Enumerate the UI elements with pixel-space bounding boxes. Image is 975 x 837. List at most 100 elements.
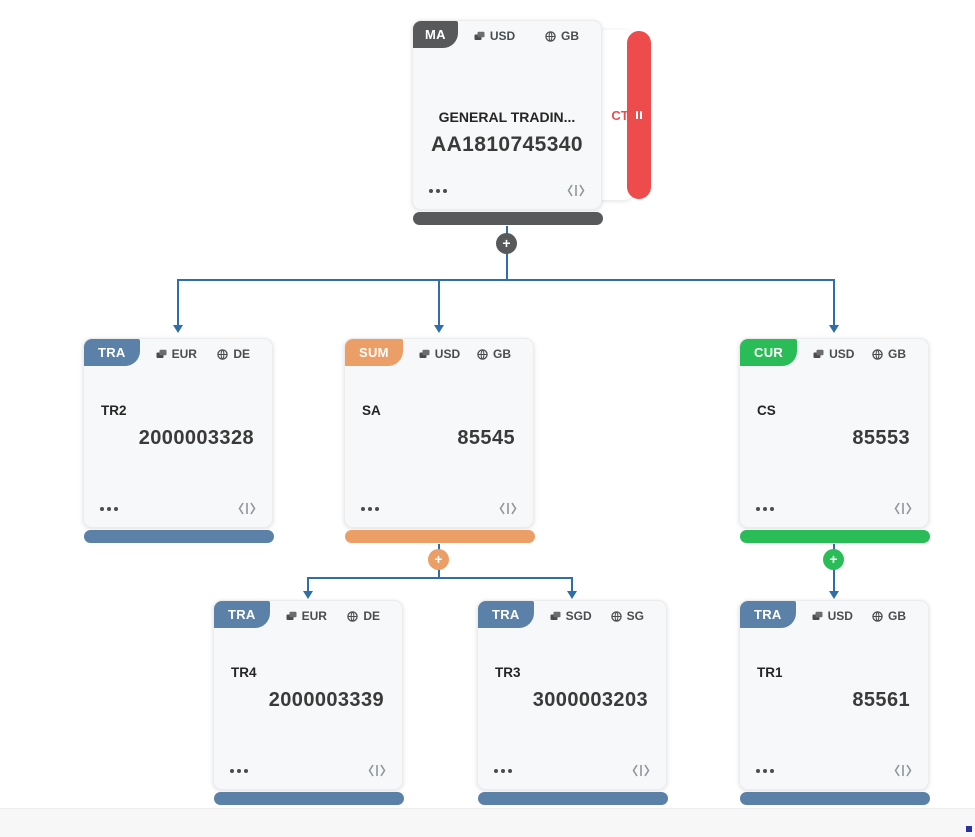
country-code: GB [888, 347, 906, 361]
connector-arrow [829, 325, 839, 333]
account-card-tr2[interactable]: TRA EUR DE TR2 2000003328 [83, 338, 274, 543]
money-icon [812, 611, 823, 620]
account-card-tr1[interactable]: TRA USD GB TR1 85561 [739, 600, 930, 805]
country-group: GB [872, 609, 906, 623]
card-accent-bar [740, 792, 930, 805]
code-expand-icon[interactable] [894, 763, 912, 778]
account-type-badge: TRA [478, 601, 534, 628]
country-group: DE [217, 347, 250, 361]
code-expand-icon[interactable] [567, 183, 585, 198]
currency-group: SGD [550, 609, 592, 623]
account-type-badge: CUR [740, 339, 798, 366]
currency-code: USD [827, 609, 853, 623]
account-card-cs[interactable]: CUR USD GB CS 85553 [739, 338, 930, 543]
account-number: 2000003339 [268, 689, 384, 711]
expand-collapse-button-cs[interactable]: + [823, 549, 844, 570]
country-code: SG [626, 609, 644, 623]
account-number: AA1810745340 [431, 133, 583, 156]
currency-code: EUR [171, 347, 197, 361]
country-group: GB [545, 29, 579, 43]
card-header: TRA USD GB [740, 601, 928, 628]
expand-collapse-button-sa[interactable]: + [428, 549, 449, 570]
card-footer [756, 501, 912, 516]
card-header: TRA EUR DE [214, 601, 402, 628]
currency-code: EUR [301, 609, 327, 623]
card-accent-bar [84, 530, 274, 543]
more-options-icon[interactable] [361, 506, 379, 511]
currency-code: USD [829, 347, 855, 361]
money-icon [286, 611, 297, 620]
account-card-tr3[interactable]: TRA SGD SG TR3 3000003203 [477, 600, 668, 805]
country-code: GB [561, 29, 579, 43]
card-footer [756, 763, 912, 778]
country-code: GB [888, 609, 906, 623]
ct-tag-label: CT [611, 107, 629, 123]
globe-icon [545, 30, 556, 42]
connector-line [177, 279, 835, 281]
card-accent-bar [740, 530, 930, 543]
account-card-master[interactable]: MA USD GB GENERAL TRADIN... AA1810745340 [412, 20, 603, 225]
account-name: TR4 [231, 665, 257, 680]
scroll-corner-dot [966, 826, 972, 832]
card-header: CUR USD GB [740, 339, 928, 366]
card-footer [494, 763, 650, 778]
card-footer [361, 501, 517, 516]
more-options-icon[interactable] [756, 768, 774, 773]
globe-icon [872, 348, 883, 360]
more-options-icon[interactable] [494, 768, 512, 773]
pause-tag-pill[interactable] [627, 31, 651, 199]
country-group: GB [477, 347, 511, 361]
card-accent-bar [413, 212, 603, 225]
card-header: SUM USD GB [345, 339, 533, 366]
expand-collapse-button-master[interactable]: + [496, 233, 517, 254]
account-number: 2000003328 [138, 427, 254, 449]
more-options-icon[interactable] [756, 506, 774, 511]
connector-arrow [434, 325, 444, 333]
currency-group: EUR [286, 609, 327, 623]
account-type-badge: TRA [214, 601, 270, 628]
account-number: 85553 [852, 427, 910, 449]
country-code: GB [493, 347, 511, 361]
account-card-sa[interactable]: SUM USD GB SA 85545 [344, 338, 535, 543]
connector-arrow [173, 325, 183, 333]
pause-icon [636, 111, 638, 119]
more-options-icon[interactable] [230, 768, 248, 773]
country-group: GB [872, 347, 906, 361]
connector-line [307, 577, 573, 579]
card-header: TRA EUR DE [84, 339, 272, 366]
code-expand-icon[interactable] [894, 501, 912, 516]
account-number: 3000003203 [532, 689, 648, 711]
country-code: DE [233, 347, 250, 361]
code-expand-icon[interactable] [368, 763, 386, 778]
bottom-panel-strip [0, 808, 975, 837]
code-expand-icon[interactable] [632, 763, 650, 778]
account-type-badge: TRA [84, 339, 140, 366]
more-options-icon[interactable] [429, 188, 447, 193]
account-name: TR3 [495, 665, 521, 680]
account-number: 85545 [457, 427, 515, 449]
currency-group: USD [474, 29, 515, 43]
card-accent-bar [345, 530, 535, 543]
account-card-tr4[interactable]: TRA EUR DE TR4 2000003339 [213, 600, 404, 805]
connector-line [307, 577, 309, 591]
currency-code: SGD [565, 609, 592, 623]
money-icon [474, 31, 485, 40]
country-code: DE [363, 609, 380, 623]
account-name: TR1 [757, 665, 783, 680]
more-options-icon[interactable] [100, 506, 118, 511]
currency-code: USD [489, 29, 516, 43]
money-icon [419, 349, 430, 358]
code-expand-icon[interactable] [238, 501, 256, 516]
connector-line [438, 279, 440, 325]
currency-group: USD [812, 609, 853, 623]
card-footer [230, 763, 386, 778]
code-expand-icon[interactable] [499, 501, 517, 516]
connector-line [571, 577, 573, 591]
globe-icon [347, 610, 359, 622]
currency-group: EUR [156, 347, 197, 361]
account-number: 85561 [852, 689, 910, 711]
card-accent-bar [478, 792, 668, 805]
globe-icon [217, 348, 229, 360]
currency-group: USD [813, 347, 854, 361]
